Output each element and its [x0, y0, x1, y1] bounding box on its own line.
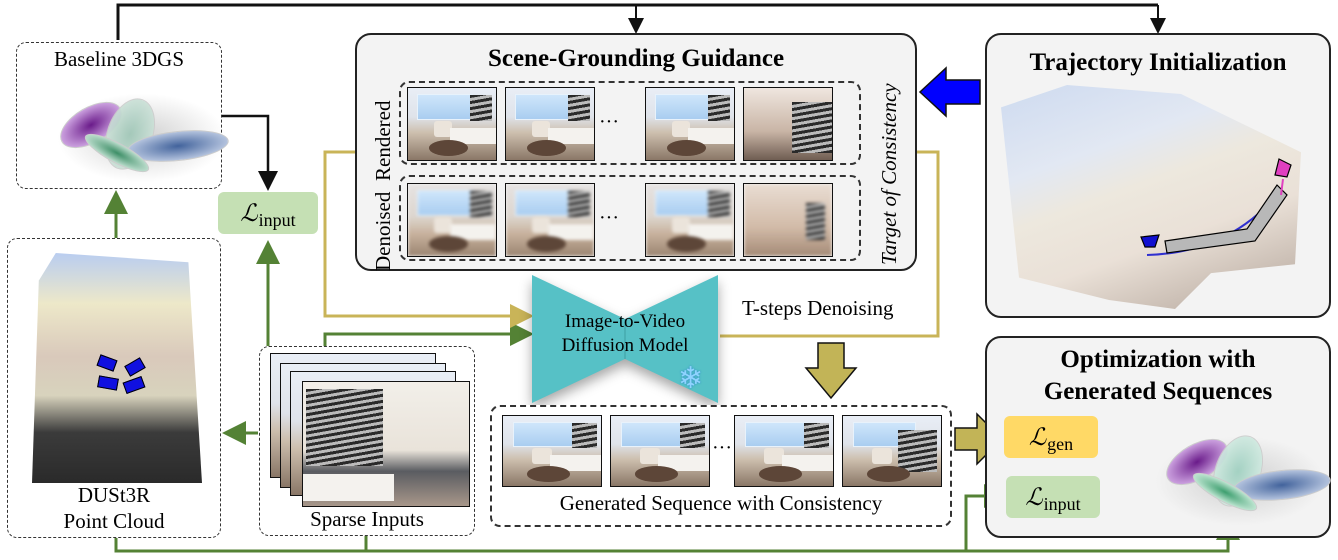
dust3r-label-line1: DUSt3R	[77, 483, 151, 507]
loss-symbol: ℒ	[1025, 483, 1043, 511]
optimization-title-line2: Generated Sequences	[1043, 378, 1273, 405]
ellipsis: ···	[712, 437, 732, 459]
t-steps-denoising-label: T-steps Denoising	[742, 296, 894, 320]
sparse-inputs-label: Sparse Inputs	[310, 507, 424, 531]
ellipsis: ···	[599, 207, 619, 229]
generated-frame	[502, 415, 602, 487]
baseline-3dgs-box: Baseline 3DGS	[16, 42, 231, 189]
rendered-frame	[505, 87, 595, 161]
point-cloud-image	[32, 253, 202, 483]
denoised-frame	[743, 183, 833, 257]
trajectory-title: Trajectory Initialization	[1029, 49, 1287, 76]
diffusion-label-line1: Image-to-Video	[564, 311, 686, 332]
generated-sequence-label: Generated Sequence with Consistency	[559, 491, 883, 515]
snowflake-frozen-icon: ❄	[678, 362, 704, 395]
optimization-panel: Optimization with Generated Sequences	[985, 336, 1333, 538]
blue-block-arrow	[918, 66, 981, 118]
camera-icons	[96, 354, 148, 397]
denoised-row: ···	[399, 175, 861, 261]
baseline-3dgs-title: Baseline 3DGS	[53, 47, 185, 71]
sparse-inputs-box: Sparse Inputs	[259, 346, 475, 536]
loss-symbol: ℒ	[1028, 423, 1047, 451]
generated-sequence-box: ··· Generated Sequence with Consistency	[490, 405, 952, 527]
generated-frame	[842, 415, 942, 487]
ellipsis: ···	[599, 111, 619, 133]
rendered-frame	[645, 87, 735, 161]
arrow-baseline-to-loss	[222, 114, 278, 191]
dust3r-box: DUSt3R Point Cloud	[7, 238, 221, 538]
denoised-frame	[645, 183, 735, 257]
row-label-rendered: Rendered	[371, 100, 395, 181]
rendered-frame	[407, 87, 497, 161]
denoised-frame	[407, 183, 497, 257]
loss-subscript: input	[1043, 493, 1081, 514]
denoised-frame	[505, 183, 595, 257]
generated-frame	[610, 415, 710, 487]
loss-symbol: ℒ	[240, 199, 258, 227]
gold-block-arrow-down	[804, 342, 858, 400]
diffusion-label-line2: Diffusion Model	[561, 335, 689, 356]
rendered-frame	[743, 87, 833, 161]
generated-frame	[734, 415, 834, 487]
target-of-consistency-label: Target of Consistency	[877, 83, 901, 265]
camera-trajectory	[1140, 158, 1292, 256]
scene-grounding-title: Scene-Grounding Guidance	[487, 45, 785, 72]
scene-grounding-panel: Scene-Grounding Guidance Rendered Denois…	[355, 33, 917, 271]
sparse-input-frame	[302, 381, 470, 507]
gaussians-icon	[1155, 426, 1333, 526]
row-label-denoised: Denoised	[371, 191, 395, 271]
loss-subscript: gen	[1047, 433, 1074, 454]
arrow-sparse-to-diffusion	[323, 322, 534, 346]
optimization-title-line1: Optimization with	[1060, 346, 1256, 373]
trajectory-panel: Trajectory Initialization	[985, 33, 1331, 318]
gaussians-icon	[37, 83, 231, 183]
loss-subscript: input	[258, 209, 296, 230]
dust3r-label-line2: Point Cloud	[63, 509, 165, 533]
diffusion-model-block: Image-to-Video Diffusion Model ❄	[532, 275, 718, 403]
rendered-row: ···	[399, 81, 861, 165]
